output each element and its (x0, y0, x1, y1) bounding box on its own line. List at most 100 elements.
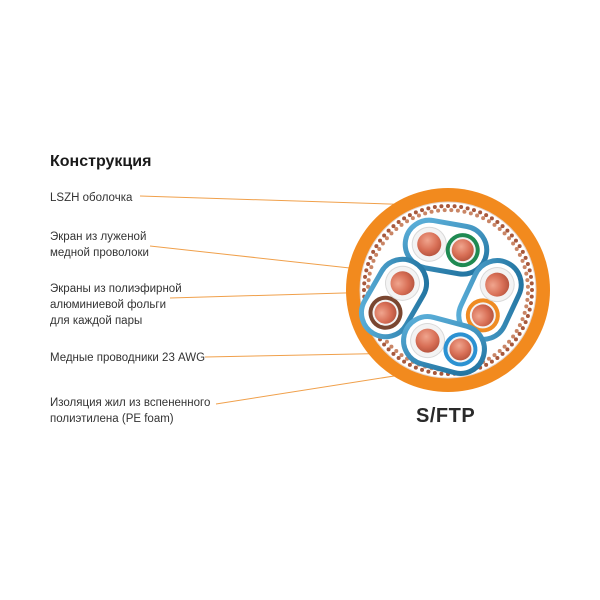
label-line: Изоляция жил из вспененного (50, 397, 211, 409)
braid-wire (389, 344, 394, 349)
braid-wire (514, 247, 519, 252)
braid-wire (452, 204, 457, 209)
braid-wire (525, 291, 530, 296)
label-line: LSZH оболочка (50, 192, 133, 204)
label-pe-foam-insulation: Изоляция жил из вспененного полиэтилена … (50, 395, 210, 427)
braid-wire (525, 262, 530, 267)
braid-wire (530, 288, 534, 292)
braid-wire (527, 307, 532, 312)
braid-wire (420, 367, 425, 372)
label-lszh-jacket: LSZH оболочка (50, 190, 132, 206)
braid-wire (382, 233, 387, 238)
leader-line-foil (169, 291, 379, 299)
braid-wire (517, 252, 522, 257)
braid-wire (362, 281, 367, 286)
braid-wire (439, 371, 444, 376)
braid-wire (513, 238, 518, 243)
braid-wire (413, 365, 418, 370)
braid-wire (492, 353, 497, 358)
braid-wire (399, 222, 404, 227)
braid-wire (489, 359, 494, 364)
braid-wire (517, 323, 522, 328)
braid-wire (426, 369, 431, 374)
braid-wire (520, 317, 525, 322)
braid-wire (420, 208, 425, 213)
braid-wire (484, 362, 489, 367)
braid-wire (502, 231, 507, 236)
braid-wire (407, 362, 412, 367)
braid-wire (386, 347, 391, 352)
braid-wire (405, 219, 410, 224)
braid-wire (362, 288, 366, 292)
label-line: Экраны из полиэфирной (50, 283, 182, 295)
label-copper-conductors: Медные проводники 23 AWG (50, 350, 205, 366)
braid-wire (394, 349, 399, 354)
braid-wire (371, 249, 376, 254)
braid-wire (489, 216, 494, 221)
braid-wire (366, 262, 371, 267)
conductor (417, 232, 442, 257)
braid-wire (423, 211, 428, 216)
conductor (374, 301, 397, 324)
braid-wire (507, 236, 512, 241)
braid-wire (394, 226, 399, 231)
braid-wire (520, 249, 525, 254)
conductor (449, 338, 472, 361)
braid-wire (368, 255, 373, 260)
braid-wire (413, 210, 418, 215)
conductor (471, 304, 494, 327)
braid-wire (371, 258, 376, 263)
braid-wire (377, 247, 382, 252)
braid-wire (511, 334, 516, 339)
braid-wire (432, 370, 437, 375)
braid-wire (374, 252, 379, 257)
braid-wire (523, 320, 528, 325)
braid-wire (524, 304, 529, 309)
twisted-pair-green (402, 217, 490, 277)
cable-type-label: S/FTP (416, 405, 476, 427)
braid-wire (500, 351, 505, 356)
braid-wire (497, 226, 502, 231)
braid-wire (500, 224, 505, 229)
braid-wire (471, 208, 476, 213)
braid-wire (396, 355, 401, 360)
braid-wire (481, 216, 486, 221)
braid-wire (523, 255, 528, 260)
conductor (485, 272, 510, 297)
braid-wire (478, 210, 483, 215)
braid-wire (505, 228, 510, 233)
braid-wire (522, 265, 527, 270)
braid-wire (374, 244, 379, 249)
braid-wire (528, 274, 533, 279)
braid-wire (369, 265, 374, 270)
braid-wire (514, 328, 519, 333)
braid-wire (509, 233, 514, 238)
braid-wire (391, 351, 396, 356)
twisted-pair-brown (359, 256, 429, 340)
braid-wire (367, 271, 372, 276)
braid-wire (429, 209, 434, 214)
braid-wire (495, 355, 500, 360)
leader-line-braid (149, 245, 369, 271)
braid-wire (416, 213, 421, 218)
braid-wire (525, 278, 530, 283)
label-foil-screens: Экраны из полиэфирной алюминиевой фольги… (50, 281, 182, 329)
braid-wire (529, 294, 534, 299)
braid-wire (366, 278, 371, 283)
braid-wire (455, 208, 460, 213)
braid-wire (439, 204, 444, 209)
braid-wire (407, 213, 412, 218)
braid-wire (426, 206, 431, 211)
braid-wire (525, 284, 530, 289)
braid-wire (517, 244, 522, 249)
braid-wire (382, 342, 387, 347)
braid-wire (525, 313, 530, 318)
braid-wire (484, 213, 489, 218)
conductor (390, 271, 415, 296)
leader-line-jacket (139, 195, 421, 206)
label-line: для каждой пары (50, 315, 143, 327)
braid-wire (384, 236, 389, 241)
braid-wire (402, 216, 407, 221)
braid-wire (527, 268, 532, 273)
braid-wire (386, 228, 391, 233)
